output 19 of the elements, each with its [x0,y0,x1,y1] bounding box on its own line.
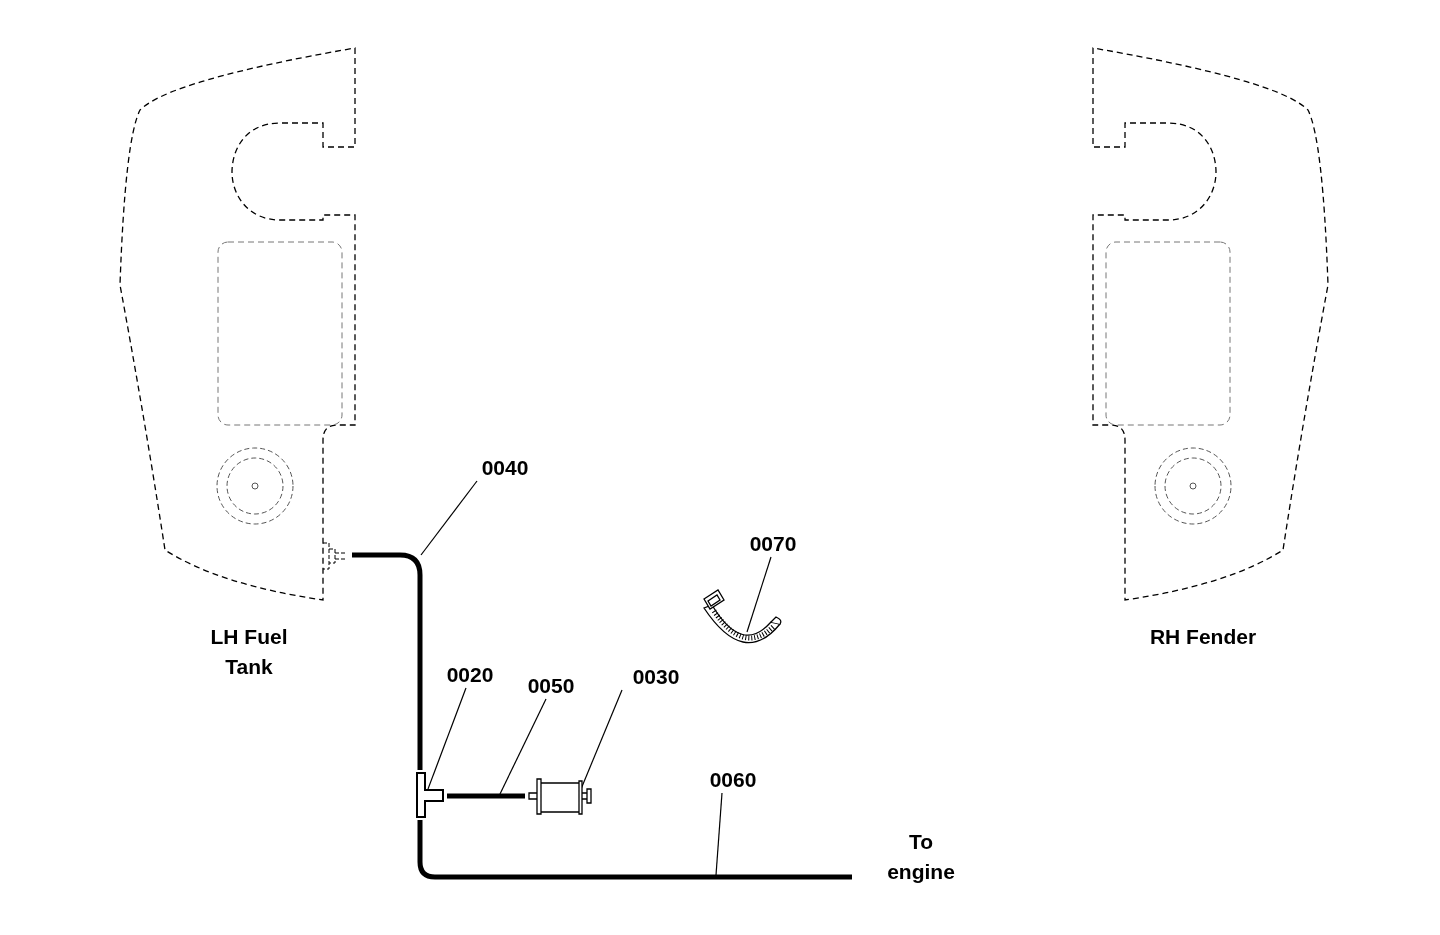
callout-number: 0070 [742,531,804,557]
callout-number: 0020 [439,662,501,688]
leader-line [420,480,478,556]
part-label: To engine [886,829,956,885]
leader-line [715,792,723,876]
leader-line [499,698,547,795]
part-label: RH Fender [1148,624,1258,650]
callout-number: 0040 [474,455,536,481]
callout-number: 0030 [625,664,687,690]
fuel-hose-drawing [447,793,525,799]
fuel-filter-drawing [528,778,592,815]
part-label: LH Fuel Tank [209,624,289,680]
callout-number: 0050 [520,673,582,699]
leader-line [427,687,467,790]
callout-number: 0060 [702,767,764,793]
leader-line [746,556,772,633]
fuel-hose-drawing [350,552,423,770]
fuel-hose-drawing [417,818,853,880]
tee-fitting-drawing [415,771,445,819]
